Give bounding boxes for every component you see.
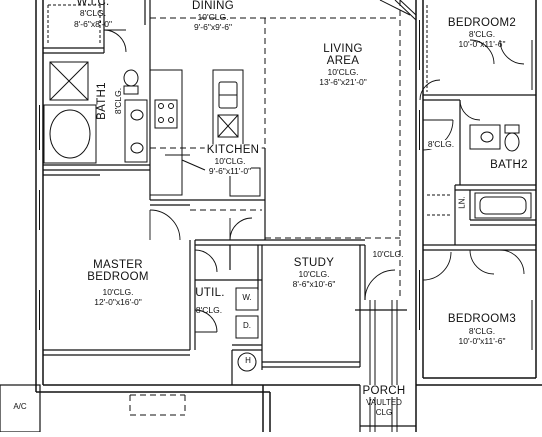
porch-vaulted: VAULTED — [366, 398, 402, 407]
living-name: LIVING — [323, 43, 363, 55]
porch-name: PORCH — [361, 385, 407, 398]
windows — [39, 20, 533, 350]
master-name: MASTER — [93, 259, 143, 271]
closet-shelves — [47, 4, 450, 216]
dining-name: DINING — [191, 0, 235, 12]
bedroom3-name: BEDROOM3 — [447, 313, 517, 325]
master-name2: BEDROOM — [87, 271, 149, 283]
washer-label: W. — [242, 293, 252, 302]
kitchen-counters — [149, 69, 261, 197]
exterior-walls — [35, 0, 542, 432]
beam-lines — [129, 0, 401, 416]
porch-columns — [369, 300, 398, 432]
master-ceiling: 10'CLG. — [102, 287, 134, 297]
living-name2: AREA — [326, 55, 360, 67]
bath2-fixtures — [469, 124, 532, 219]
hall-ceiling: 10'CLG. — [372, 249, 404, 259]
kitchen-dims: 9'-6"x11'-0" — [208, 166, 252, 176]
study-dims: 8'-6"x10'-6" — [292, 279, 336, 289]
dining-ceiling: 10'CLG. — [197, 12, 229, 22]
bedroom2-name: BEDROOM2 — [447, 17, 517, 29]
bath1-fixtures — [43, 61, 148, 164]
bedroom3-dims: 10'-0"x11'-6" — [458, 336, 506, 346]
bedroom2-dims: 10'-0"x11'-6" — [458, 39, 506, 49]
water-heater-label: H — [245, 356, 251, 365]
wic-name: W.I.C. — [76, 0, 110, 8]
dining-dims: 9'-6"x9'-6" — [193, 22, 233, 32]
bath1-ceiling: 8'CLG. — [113, 87, 123, 115]
linen-label: LN. — [457, 196, 467, 209]
kitchen-ceiling: 10'CLG. — [214, 156, 246, 166]
interior-walls — [43, 0, 536, 432]
kitchen-name: KITCHEN — [204, 144, 262, 157]
wic-dims: 8'-6"x8'-0" — [73, 19, 113, 29]
wic-ceiling: 8'CLG. — [79, 8, 107, 18]
porch-clg: CLG — [375, 408, 393, 417]
study-name: STUDY — [293, 257, 335, 269]
utility-ceiling: 8'CLG. — [195, 305, 223, 315]
roof-slope — [379, 0, 417, 21]
study-ceiling: 10'CLG. — [298, 269, 330, 279]
bath2-name: BATH2 — [490, 159, 528, 172]
bedroom3-ceiling: 8'CLG. — [468, 326, 496, 336]
bath1-name: BATH1 — [96, 82, 108, 120]
living-dims: 13'-6"x21'-0" — [319, 77, 367, 87]
dryer-label: D. — [243, 321, 251, 330]
ac-label: A/C — [13, 402, 27, 411]
utility-appliances — [235, 287, 259, 372]
master-dims: 12'-0"x16'-0" — [94, 297, 142, 307]
bedroom2-ceiling: 8'CLG. — [468, 29, 496, 39]
utility-name: UTIL. — [195, 287, 225, 299]
living-ceiling: 10'CLG. — [327, 67, 359, 77]
hall-ceiling-left: 8'CLG. — [427, 139, 455, 149]
